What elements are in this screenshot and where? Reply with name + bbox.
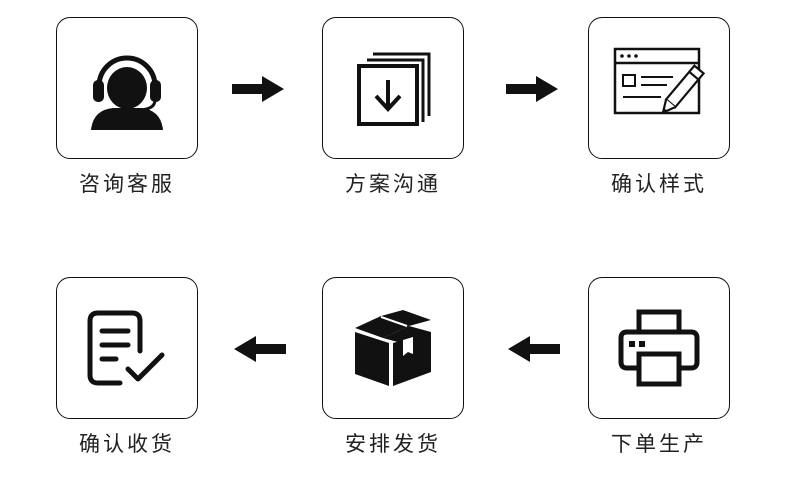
step-label: 确认样式 bbox=[611, 172, 707, 196]
step-place-order-production-box bbox=[588, 277, 730, 419]
arrow-right-icon bbox=[232, 76, 284, 106]
package-box-icon bbox=[355, 310, 431, 386]
step-label: 咨询客服 bbox=[79, 172, 175, 196]
step-label: 安排发货 bbox=[345, 432, 441, 456]
arrow-left-icon bbox=[234, 336, 286, 366]
arrow-right-icon bbox=[506, 76, 558, 106]
step-arrange-shipping-box bbox=[322, 277, 464, 419]
step-confirm-style-box bbox=[588, 17, 730, 159]
headset-agent-icon bbox=[91, 55, 163, 130]
download-documents-icon bbox=[357, 52, 431, 126]
printer-icon bbox=[618, 309, 700, 387]
browser-form-edit-icon bbox=[613, 47, 706, 115]
step-plan-communication-box bbox=[322, 17, 464, 159]
step-consult-service-box bbox=[56, 17, 198, 159]
step-confirm-receipt-box bbox=[56, 277, 198, 419]
step-label: 下单生产 bbox=[611, 432, 707, 456]
arrow-left-icon bbox=[508, 336, 560, 366]
step-label: 方案沟通 bbox=[345, 172, 441, 196]
step-label: 确认收货 bbox=[79, 432, 175, 456]
document-check-icon bbox=[87, 310, 165, 386]
